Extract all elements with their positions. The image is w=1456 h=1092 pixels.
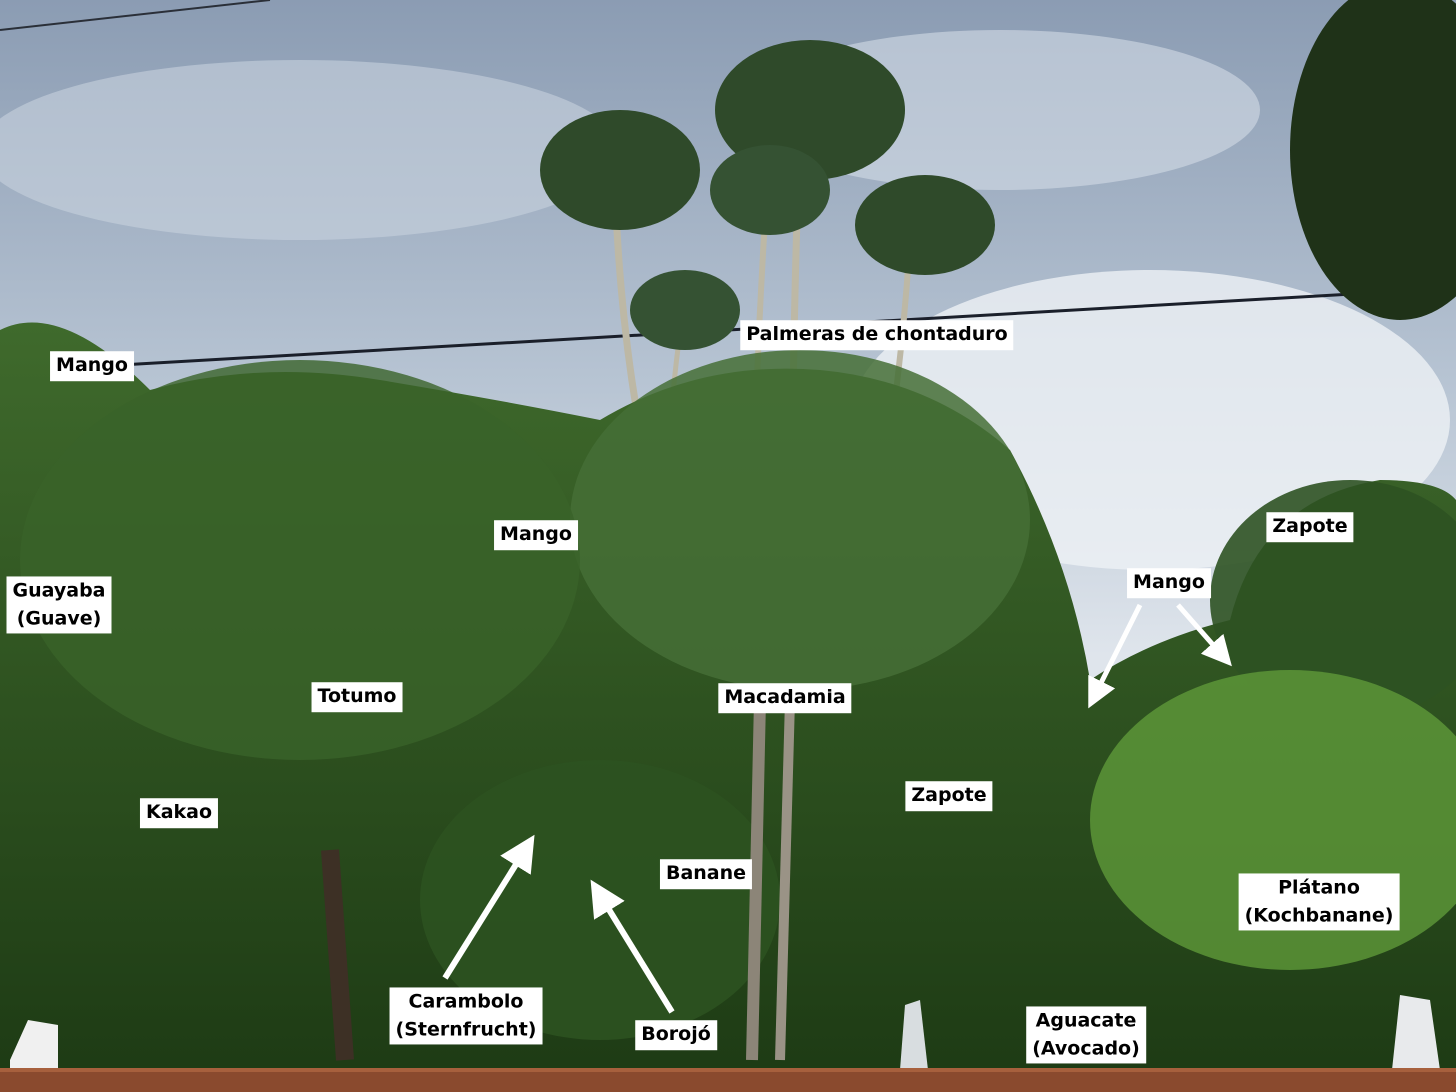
wooden-rail-highlight: [0, 1068, 1456, 1072]
fence-post: [10, 1020, 58, 1070]
palm-crown: [630, 270, 740, 350]
label-zapote-top: Zapote: [1266, 512, 1354, 542]
tree-canopy: [20, 360, 580, 760]
label-banane: Banane: [659, 859, 753, 889]
label-mango-center: Mango: [494, 520, 578, 550]
label-totumo: Totumo: [311, 682, 403, 712]
palm-crown: [540, 110, 700, 230]
label-kakao: Kakao: [139, 798, 219, 828]
fence-post: [1392, 995, 1440, 1070]
palm-crown: [715, 40, 905, 180]
tree-trunk: [746, 699, 766, 1061]
tree-trunk: [775, 699, 795, 1061]
label-macadamia: Macadamia: [718, 683, 852, 713]
label-aguacate: Aguacate(Avocado): [1026, 1006, 1146, 1064]
fence-post: [900, 1000, 928, 1070]
palm-crown: [710, 145, 830, 235]
label-guayaba: Guayaba(Guave): [6, 576, 112, 634]
label-borojo: Borojó: [635, 1020, 717, 1050]
palm-crown: [855, 175, 995, 275]
label-zapote-mid: Zapote: [905, 781, 993, 811]
label-mango-left: Mango: [50, 351, 134, 381]
label-palmeras: Palmeras de chontaduro: [740, 320, 1014, 350]
label-carambolo: Carambolo(Sternfrucht): [389, 987, 543, 1045]
tree-canopy: [1290, 0, 1456, 320]
power-line-top: [0, 0, 271, 31]
tree-trunk: [321, 849, 354, 1061]
label-platano: Plátano(Kochbanane): [1238, 873, 1400, 931]
label-mango-right: Mango: [1127, 568, 1211, 598]
tree-canopy: [570, 350, 1030, 690]
cloud: [0, 60, 620, 240]
